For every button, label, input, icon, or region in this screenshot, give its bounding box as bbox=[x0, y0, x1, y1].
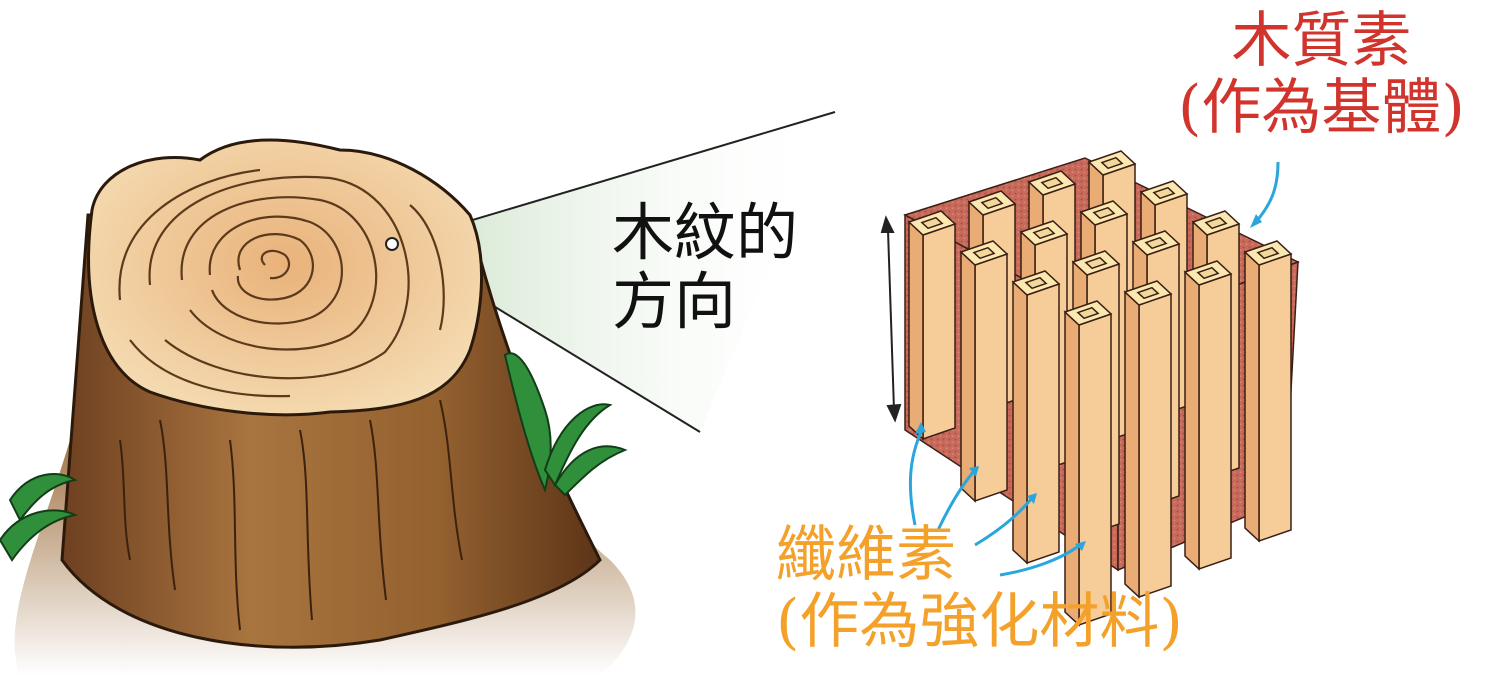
lignin-pointer-arrow-icon bbox=[1254, 161, 1280, 223]
grain-direction-label: 木紋的 方向 bbox=[612, 198, 812, 337]
cellulose-role: (作為強化材料) bbox=[776, 587, 1183, 658]
cellulose-fiber bbox=[1243, 240, 1293, 543]
cellulose-label: 纖維素 (作為強化材料) bbox=[776, 520, 1183, 658]
pointer-arrows bbox=[908, 161, 1280, 577]
grain-direction-line1: 木紋的 bbox=[612, 196, 799, 269]
growth-rings bbox=[118, 168, 445, 398]
cellulose-fiber bbox=[1183, 260, 1233, 571]
cellulose-name: 纖維素 bbox=[776, 520, 956, 590]
lignin-role: (作為基體) bbox=[1178, 73, 1465, 144]
sample-point bbox=[385, 237, 399, 251]
cellulose-pointer-arrow-icon bbox=[936, 469, 977, 531]
tree-stump-illustration bbox=[14, 138, 636, 676]
cellulose-pointer-arrow-icon bbox=[974, 497, 1034, 547]
wood-cell-block bbox=[903, 150, 1300, 627]
zoom-cone bbox=[392, 112, 835, 432]
cellulose-fiber bbox=[1123, 280, 1173, 599]
stump-top bbox=[87, 138, 484, 417]
cellulose-pointer-arrow-icon bbox=[908, 429, 924, 526]
cellulose-fiber bbox=[907, 210, 957, 441]
cellulose-fiber bbox=[959, 240, 1009, 503]
cellulose-pointer-arrow-icon bbox=[999, 543, 1081, 577]
vertical-double-arrow-icon bbox=[880, 215, 902, 423]
grass-icon bbox=[0, 352, 628, 562]
lignin-name: 木質素 bbox=[1231, 6, 1412, 76]
lignin-label: 木質素 (作為基體) bbox=[1178, 6, 1465, 144]
cellulose-fiber bbox=[1011, 270, 1061, 565]
grain-direction-line2: 方向 bbox=[612, 265, 737, 339]
